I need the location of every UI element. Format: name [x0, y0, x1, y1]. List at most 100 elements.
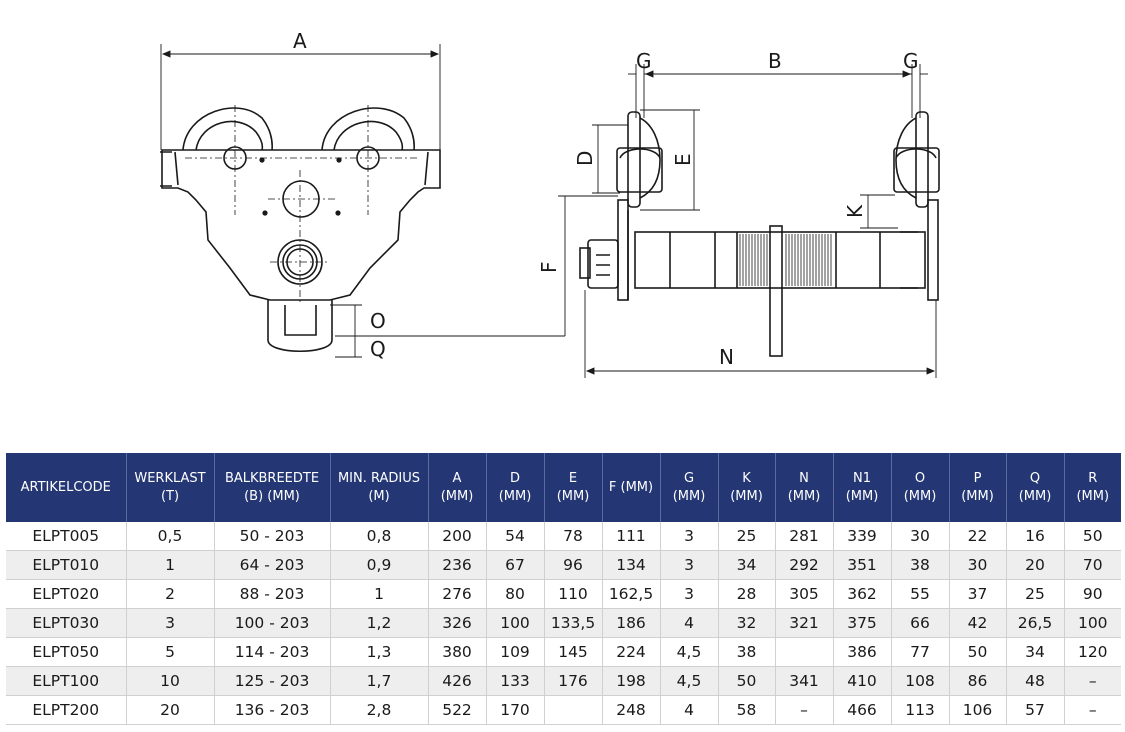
column-header-text: R	[1088, 470, 1098, 486]
table-cell: 100	[485, 608, 544, 638]
table-cell: 32	[717, 608, 775, 638]
table-cell: 4,5	[659, 637, 718, 667]
column-header-text: (MM)	[1018, 488, 1052, 504]
table-cell: 5	[125, 637, 214, 667]
column-header-text: K	[742, 470, 751, 486]
column-header: G (MM)	[659, 453, 718, 522]
table-cell	[543, 695, 602, 725]
column-header: E(MM)	[543, 453, 602, 522]
column-header: ARTIKELCODE	[6, 453, 126, 522]
table-cell: ELPT030	[6, 608, 126, 638]
table-cell: –	[774, 695, 833, 725]
table-cell: 186	[601, 608, 660, 638]
column-header: D(MM)	[485, 453, 544, 522]
table-cell: 305	[774, 579, 833, 609]
column-header-text: G	[683, 470, 695, 486]
table-cell: –	[1063, 666, 1121, 696]
table-cell: 42	[948, 608, 1006, 638]
table-cell: ELPT050	[6, 637, 126, 667]
table-cell: 0,9	[329, 550, 428, 580]
table-cell: 38	[717, 637, 775, 667]
table-cell: 522	[427, 695, 486, 725]
table-cell: 321	[774, 608, 833, 638]
table-cell: 125 - 203	[213, 666, 330, 696]
dim-label-k: K	[843, 204, 867, 218]
table-cell: ELPT005	[6, 522, 126, 551]
table-cell: 70	[1063, 550, 1121, 580]
column-header: A(MM)	[427, 453, 486, 522]
table-cell: 50	[1063, 522, 1121, 551]
table-cell: 108	[890, 666, 949, 696]
table-cell: 170	[485, 695, 544, 725]
column-header-text: (MM)	[1076, 488, 1110, 504]
table-cell: 2	[125, 579, 214, 609]
table-cell: 114 - 203	[213, 637, 330, 667]
table-cell: 100 - 203	[213, 608, 330, 638]
column-header-text: (MM)	[672, 488, 706, 504]
column-header: BALKBREEDTE(B) (MM)	[213, 453, 330, 522]
dim-label-e: E	[671, 153, 695, 166]
dim-label-f: F	[537, 261, 561, 273]
table-cell: 96	[543, 550, 602, 580]
table-cell: 86	[948, 666, 1006, 696]
table-cell: 20	[1005, 550, 1064, 580]
table-cell: 0,8	[329, 522, 428, 551]
column-header-text: (MM)	[961, 488, 994, 504]
table-cell: 276	[427, 579, 486, 609]
table-cell	[774, 637, 833, 667]
column-header: K(MM)	[717, 453, 775, 522]
table-cell: 386	[832, 637, 891, 667]
table-cell: 48	[1005, 666, 1064, 696]
table-cell: 22	[948, 522, 1006, 551]
dim-label-q: Q	[370, 337, 386, 361]
column-header: MIN. RADIUS(M)	[329, 453, 428, 522]
column-header-text: (MM)	[498, 488, 532, 504]
dim-label-d: D	[573, 151, 597, 166]
table-cell: 25	[717, 522, 775, 551]
table-cell: 34	[717, 550, 775, 580]
column-header-text: Q	[1029, 470, 1041, 486]
table-cell: 110	[543, 579, 602, 609]
table-cell: 248	[601, 695, 660, 725]
table-cell: ELPT010	[6, 550, 126, 580]
table-cell: 106	[948, 695, 1006, 725]
dim-label-g-right: G	[903, 49, 919, 73]
table-cell: 380	[427, 637, 486, 667]
trolley-technical-drawing: A O Q	[160, 29, 940, 378]
table-cell: 67	[485, 550, 544, 580]
table-cell: 3	[125, 608, 214, 638]
table-cell: 176	[543, 666, 602, 696]
table-cell: 426	[427, 666, 486, 696]
table-cell: 136 - 203	[213, 695, 330, 725]
table-cell: 292	[774, 550, 833, 580]
table-cell: 64 - 203	[213, 550, 330, 580]
table-cell: 200	[427, 522, 486, 551]
table-cell: 4	[659, 608, 718, 638]
side-view	[160, 107, 441, 353]
table-cell: 466	[832, 695, 891, 725]
column-header: F (MM)	[601, 453, 660, 522]
table-cell: 224	[601, 637, 660, 667]
table-cell: 145	[543, 637, 602, 667]
column-header-text: (MM)	[903, 488, 937, 504]
column-header-text: (M)	[368, 488, 390, 504]
table-cell: 28	[717, 579, 775, 609]
column-header-text: WERKLAST	[134, 470, 206, 486]
table-cell: 410	[832, 666, 891, 696]
column-header-text: O	[914, 470, 926, 486]
table-cell: ELPT100	[6, 666, 126, 696]
table-cell: 111	[601, 522, 660, 551]
table-cell: 3	[659, 550, 718, 580]
column-header-text: BALKBREEDTE	[224, 470, 320, 486]
table-cell: 326	[427, 608, 486, 638]
column-header-text: E	[568, 470, 578, 486]
dim-label-g-left: G	[636, 49, 652, 73]
table-cell: 37	[948, 579, 1006, 609]
column-header-text: (MM)	[440, 488, 474, 504]
